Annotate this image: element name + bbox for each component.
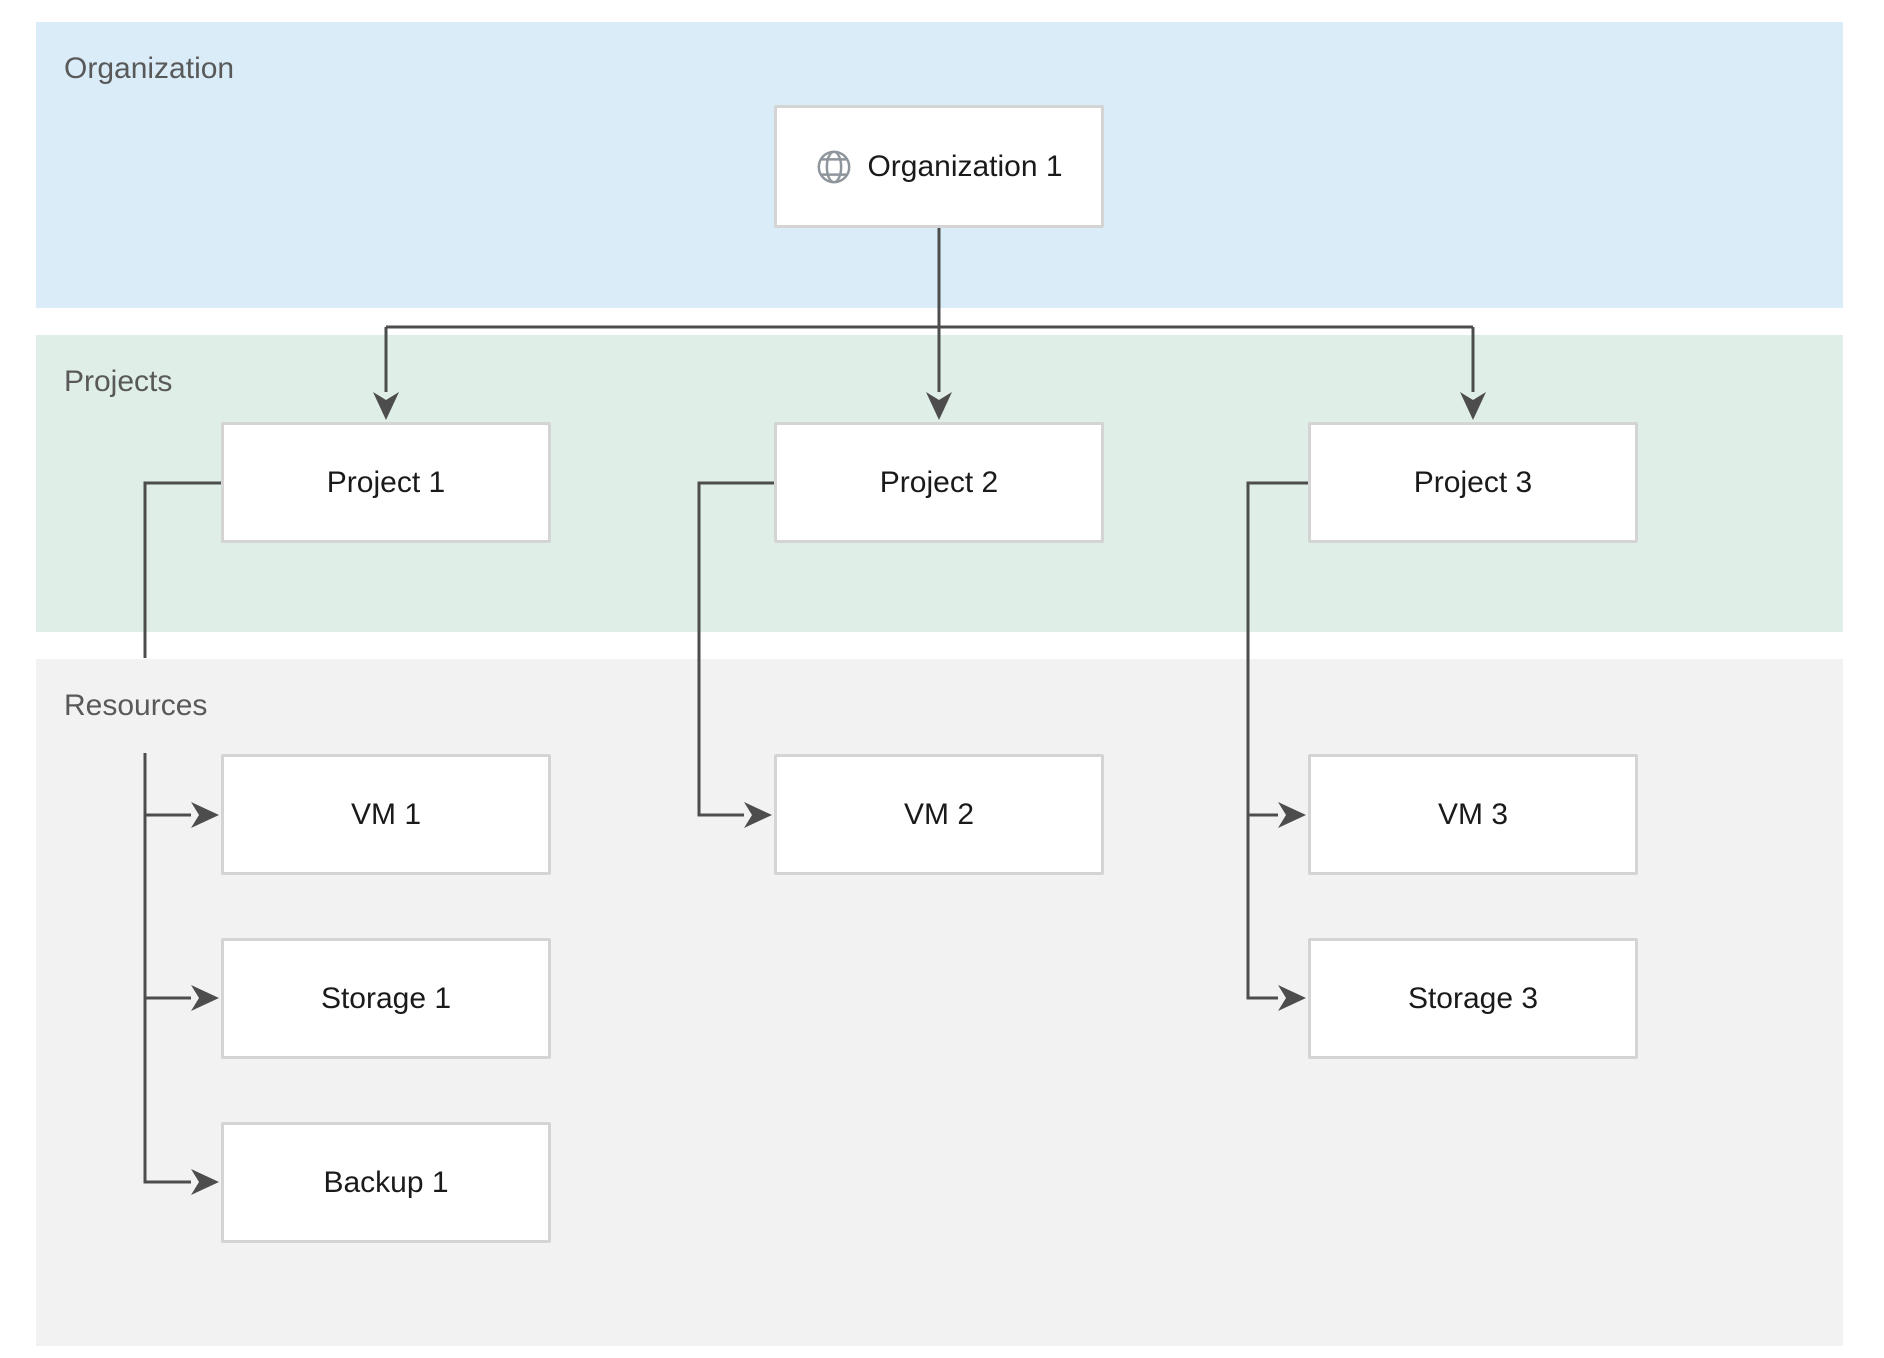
node-label: Project 2 bbox=[879, 465, 999, 499]
node-storage-1[interactable]: Storage 1 bbox=[221, 938, 551, 1059]
node-label: Project 3 bbox=[1413, 465, 1533, 499]
node-label: Organization 1 bbox=[867, 149, 1063, 183]
node-vm-3[interactable]: VM 3 bbox=[1308, 754, 1638, 875]
node-storage-3[interactable]: Storage 3 bbox=[1308, 938, 1638, 1059]
node-project-3[interactable]: Project 3 bbox=[1308, 422, 1638, 543]
node-vm-1[interactable]: VM 1 bbox=[221, 754, 551, 875]
globe-icon bbox=[818, 150, 851, 183]
node-label: Backup 1 bbox=[323, 1165, 449, 1199]
node-project-2[interactable]: Project 2 bbox=[774, 422, 1104, 543]
band-projects-label: Projects bbox=[64, 365, 173, 398]
node-organization-1[interactable]: Organization 1 bbox=[774, 105, 1104, 228]
node-label: Storage 1 bbox=[320, 981, 452, 1015]
node-project-1[interactable]: Project 1 bbox=[221, 422, 551, 543]
node-vm-2[interactable]: VM 2 bbox=[774, 754, 1104, 875]
node-label: Storage 3 bbox=[1407, 981, 1539, 1015]
node-label: VM 2 bbox=[903, 797, 975, 831]
band-resources-label: Resources bbox=[64, 689, 208, 722]
band-organization-label: Organization bbox=[64, 52, 235, 85]
node-label: Project 1 bbox=[326, 465, 446, 499]
node-label: VM 3 bbox=[1437, 797, 1509, 831]
node-label: VM 1 bbox=[350, 797, 422, 831]
node-backup-1[interactable]: Backup 1 bbox=[221, 1122, 551, 1243]
